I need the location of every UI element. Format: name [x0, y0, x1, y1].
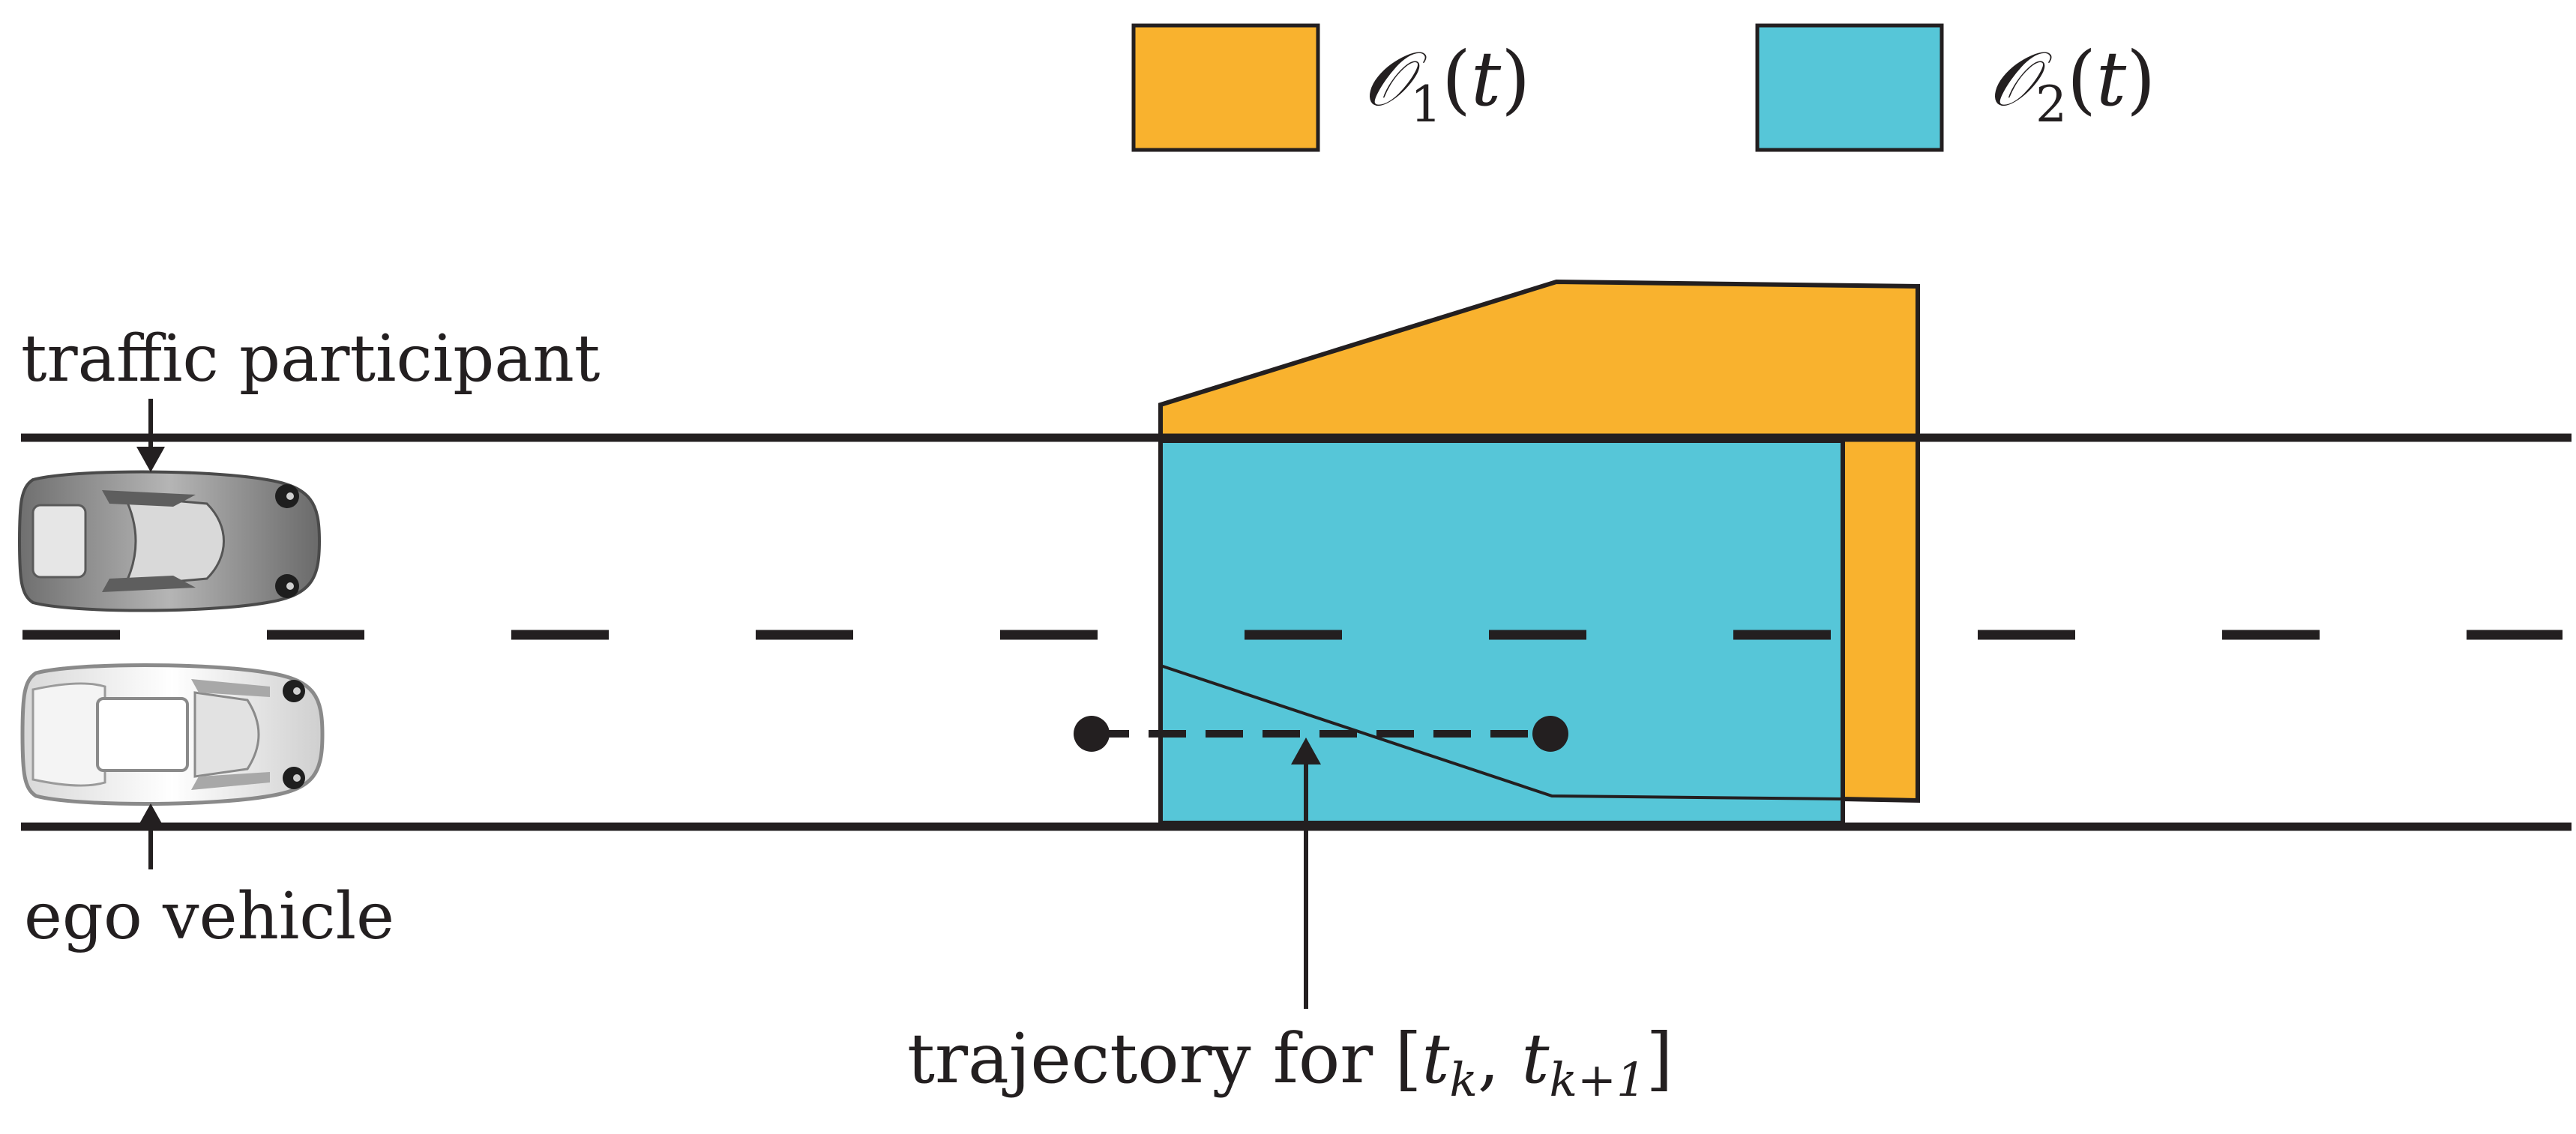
car-top-view-icon: [20, 663, 325, 806]
legend: 𝒪1(t) 𝒪2(t): [1131, 23, 2155, 152]
trajectory-end-point: [1532, 716, 1568, 752]
legend-label-o2: 𝒪2(t): [1988, 35, 2155, 133]
trajectory-start-point: [1074, 716, 1110, 752]
car-top-view-icon: [17, 470, 322, 612]
legend-label-o1: 𝒪1(t): [1363, 35, 1530, 133]
ego-vehicle-label: ego vehicle: [24, 879, 394, 954]
traffic-participant-label: traffic participant: [21, 322, 601, 396]
traffic-participant-arrow: [136, 399, 165, 472]
trajectory-arrow: [1291, 738, 1321, 1009]
legend-swatch-o1: [1131, 23, 1320, 152]
trajectory-label: trajectory for [tk, tk+1]: [907, 1019, 1673, 1107]
trajectory: [1074, 716, 1568, 752]
occupancy-o1-inner-edge: [1160, 664, 1844, 800]
legend-swatch-o2: [1755, 23, 1944, 152]
ego-vehicle-arrow: [136, 803, 165, 869]
